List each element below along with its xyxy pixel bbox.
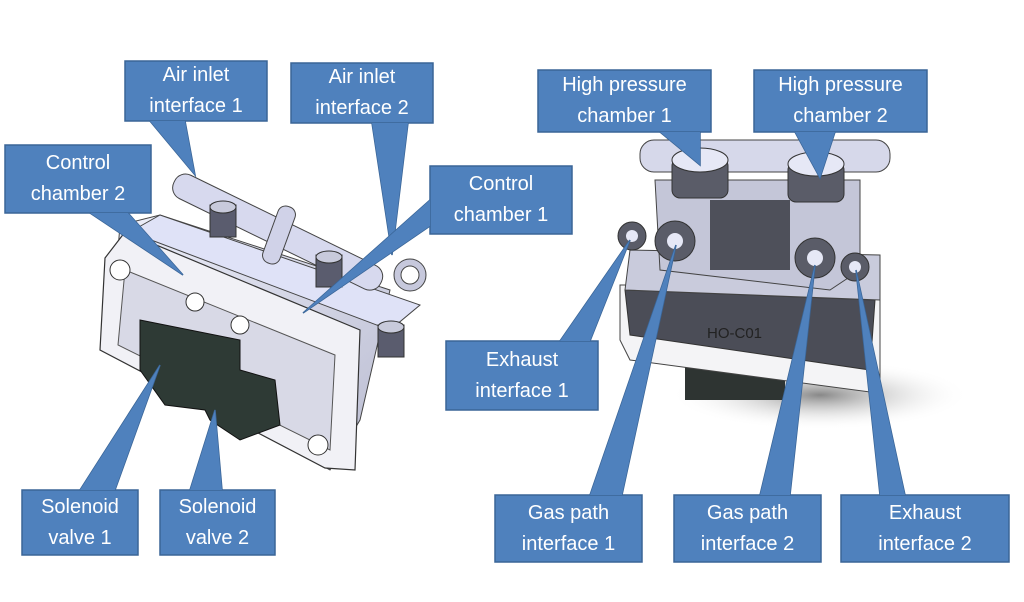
callout-high-pressure-chamber-1: [537, 69, 712, 167]
label-line: Exhaust: [888, 501, 962, 524]
callout-box: [445, 340, 599, 411]
label-line: Exhaust: [485, 348, 559, 371]
label-line: chamber 2: [30, 183, 126, 205]
label-line: interface 1: [521, 532, 616, 555]
callout-box: [840, 494, 1010, 563]
label-solenoid-valve-2: Solenoid valve 2: [160, 490, 275, 555]
label-line: interface 1: [149, 95, 243, 117]
callout-box: [494, 494, 643, 563]
callout-box: [537, 69, 712, 133]
callout-exhaust-interface-1: [445, 239, 631, 411]
callout-box: [753, 69, 928, 133]
label-line: Control: [45, 152, 111, 174]
label-gas-path-interface-2: Gas path interface 2: [674, 495, 821, 562]
label-line: chamber 1: [577, 105, 672, 127]
label-line: chamber 1: [453, 204, 549, 226]
callout-pointer-fill: [660, 132, 700, 165]
label-exhaust-interface-1: Exhaust interface 1: [446, 341, 598, 410]
label-line: Air inlet: [328, 66, 396, 88]
label-air-inlet-interface-2: Air inlet interface 2: [291, 63, 433, 123]
callout-box: [124, 60, 268, 122]
label-line: valve 2: [185, 526, 250, 549]
label-control-chamber-1: Control chamber 1: [430, 166, 572, 234]
callout-shapes: [4, 60, 1010, 563]
label-line: valve 1: [48, 526, 112, 549]
label-line: High pressure: [562, 74, 687, 96]
callout-pointer-fill: [856, 270, 905, 495]
callout-solenoid-valve-2: [159, 409, 276, 556]
callout-box: [429, 165, 573, 235]
callout-pointer-fill: [795, 132, 835, 178]
callout-control-chamber-2: [4, 144, 184, 276]
label-control-chamber-2: Control chamber 2: [5, 145, 151, 213]
callout-pointer-fill: [560, 240, 630, 341]
callout-box: [21, 489, 139, 556]
left-valve-assembly: [99, 173, 427, 471]
callout-box: [290, 62, 434, 124]
label-line: Control: [468, 173, 534, 195]
callout-box: [4, 144, 152, 214]
callout-gas-path-interface-1: [494, 244, 677, 563]
part-marking: HO-C01: [707, 325, 762, 342]
callout-pointer-fill: [590, 245, 676, 495]
label-line: Solenoid: [178, 495, 257, 518]
label-line: Gas path: [527, 501, 610, 524]
callout-pointer-fill: [150, 121, 195, 175]
callout-box: [159, 489, 276, 556]
label-gas-path-interface-1: Gas path interface 1: [495, 495, 642, 562]
label-line: Solenoid: [41, 495, 119, 518]
callout-exhaust-interface-2: [840, 269, 1010, 563]
label-line: chamber 2: [793, 105, 888, 127]
callout-solenoid-valve-1: [21, 364, 161, 556]
callout-high-pressure-chamber-2: [753, 69, 928, 180]
label-line: interface 1: [475, 379, 569, 402]
label-line: Gas path: [706, 501, 789, 524]
label-air-inlet-interface-1: Air inlet interface 1: [125, 61, 267, 121]
callout-pointer-fill: [303, 200, 430, 313]
label-line: interface 2: [315, 97, 409, 119]
label-line: interface 2: [700, 532, 795, 555]
callout-pointer-fill: [80, 365, 160, 490]
label-exhaust-interface-2: Exhaust interface 2: [841, 495, 1009, 562]
callout-pointer-fill: [90, 213, 183, 275]
callout-pointer-fill: [190, 410, 222, 490]
callout-gas-path-interface-2: [673, 264, 822, 563]
callout-air-inlet-interface-2: [290, 62, 434, 256]
label-high-pressure-chamber-2: High pressure chamber 2: [754, 70, 927, 132]
callout-pointer-fill: [760, 265, 815, 495]
label-line: High pressure: [778, 74, 903, 96]
callout-control-chamber-1: [302, 165, 573, 314]
label-line: interface 2: [878, 532, 972, 555]
callout-pointer-fill: [372, 123, 408, 255]
callout-box: [673, 494, 822, 563]
label-high-pressure-chamber-1: High pressure chamber 1: [538, 70, 711, 132]
callout-air-inlet-interface-1: [124, 60, 268, 178]
label-line: Air inlet: [162, 64, 230, 86]
label-solenoid-valve-1: Solenoid valve 1: [22, 490, 138, 555]
